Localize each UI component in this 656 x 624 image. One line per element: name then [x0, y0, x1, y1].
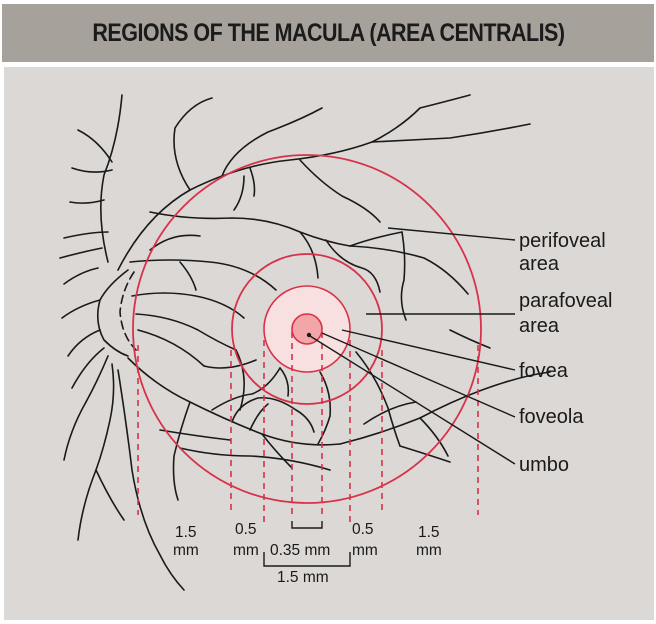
dim-fovea-total: 1.5 mm [277, 569, 329, 586]
dim-left-outer-unit: mm [173, 542, 199, 559]
dim-right-outer-unit: mm [416, 542, 442, 559]
label-parafoveal-line1: parafoveal [519, 290, 612, 312]
optic-disc [98, 270, 128, 356]
label-parafoveal-line2: area [519, 315, 560, 337]
dim-right-inner-value: 0.5 [352, 521, 374, 538]
label-perifoveal-line1: perifoveal [519, 230, 606, 252]
leader-lines [264, 228, 515, 566]
umbo-point [307, 333, 311, 337]
label-perifoveal-line2: area [519, 253, 560, 275]
dim-right-outer-value: 1.5 [418, 524, 440, 541]
label-fovea: fovea [519, 360, 569, 382]
macula-rings [133, 155, 481, 503]
dim-left-inner-value: 0.5 [235, 521, 257, 538]
dim-center-value: 0.35 mm [270, 542, 330, 559]
dim-right-inner-unit: mm [352, 542, 378, 559]
foveola-disc [292, 314, 322, 344]
label-umbo: umbo [519, 454, 569, 476]
dim-left-inner-unit: mm [233, 542, 259, 559]
label-foveola: foveola [519, 406, 584, 428]
dim-left-outer-value: 1.5 [175, 524, 197, 541]
